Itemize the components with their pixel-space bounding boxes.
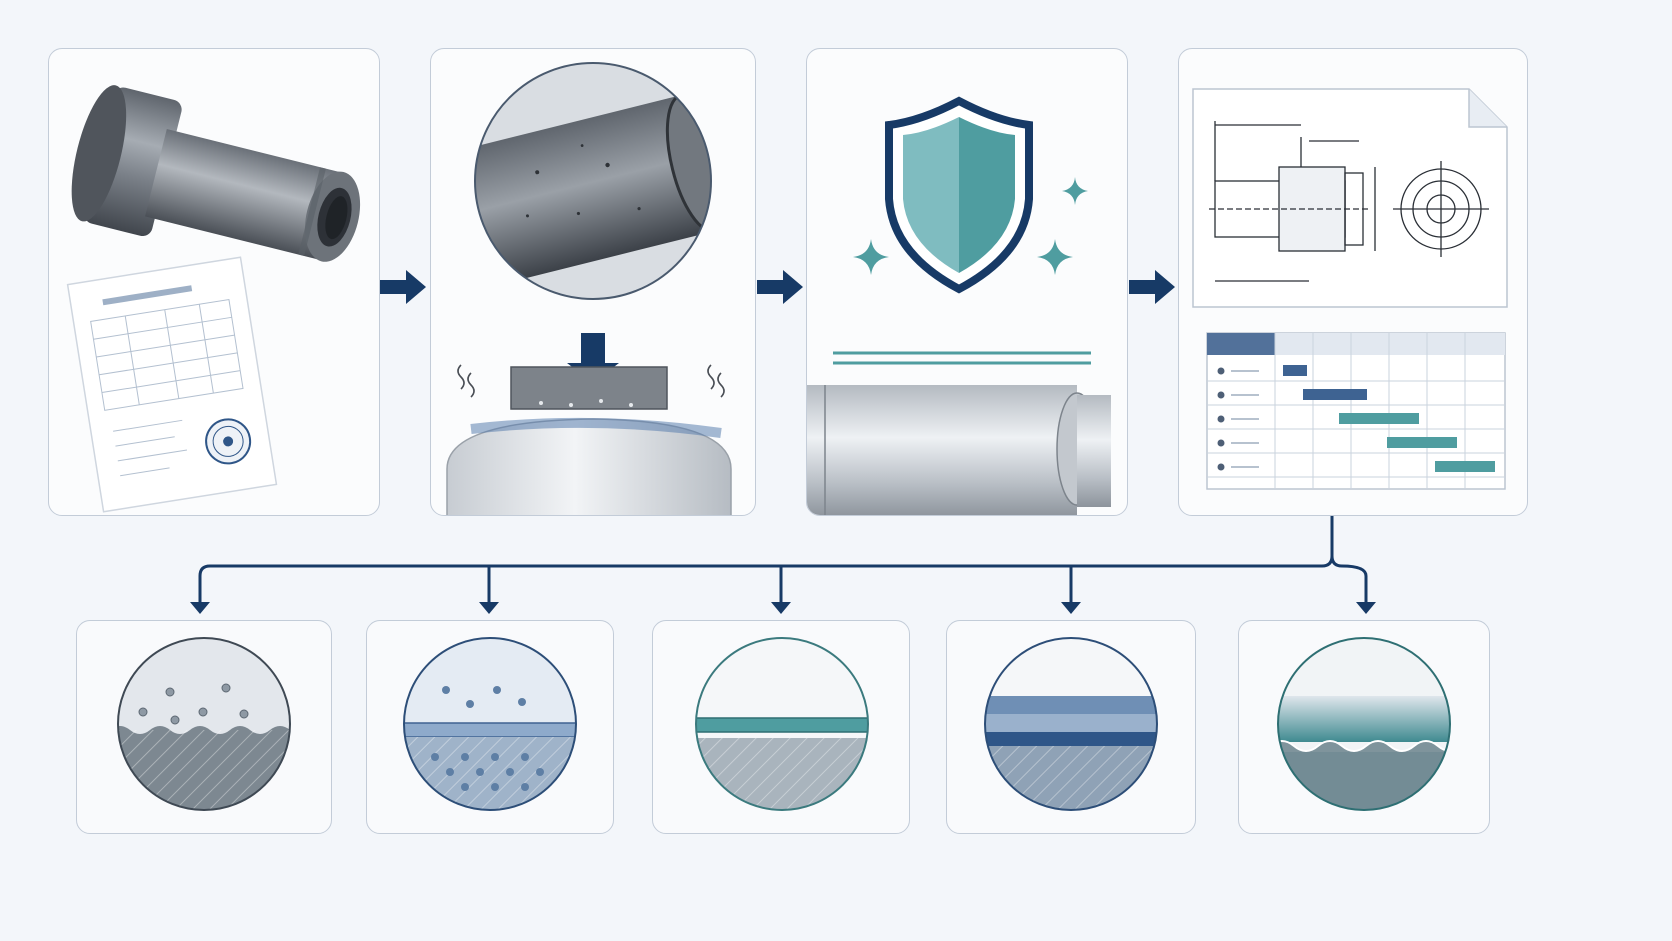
option-panel-1: [76, 620, 332, 834]
flow-arrow-icon: [1129, 270, 1175, 304]
connector-arrowheads: [190, 602, 1376, 614]
option-panel-5: [1238, 620, 1490, 834]
certificate-seal-icon: [205, 418, 252, 465]
option-panel-4: [946, 620, 1196, 834]
gantt-schedule-icon: [1206, 332, 1506, 490]
flow-arrow-icon: [757, 270, 803, 304]
step-documentation-panel: [1178, 48, 1528, 516]
step-raw-material-panel: [48, 48, 380, 516]
option-panel-2: [366, 620, 614, 834]
technical-drawing-icon: [1192, 88, 1508, 308]
step-surface-protection-panel: [806, 48, 1128, 516]
pressing-tool-icon: [457, 364, 725, 410]
shield-icon: [885, 96, 1033, 294]
material-certificate-icon: [66, 256, 278, 513]
distribution-connector: [198, 516, 1368, 604]
flow-arrow-icon: [380, 270, 426, 304]
coated-shaft-icon: [807, 385, 1111, 515]
sparkle-icon: [853, 177, 1088, 275]
magnified-surface-icon: [449, 62, 737, 300]
option-panel-3: [652, 620, 910, 834]
metal-bushing-icon: [71, 85, 361, 262]
step-surface-preparation-panel: [430, 48, 756, 516]
